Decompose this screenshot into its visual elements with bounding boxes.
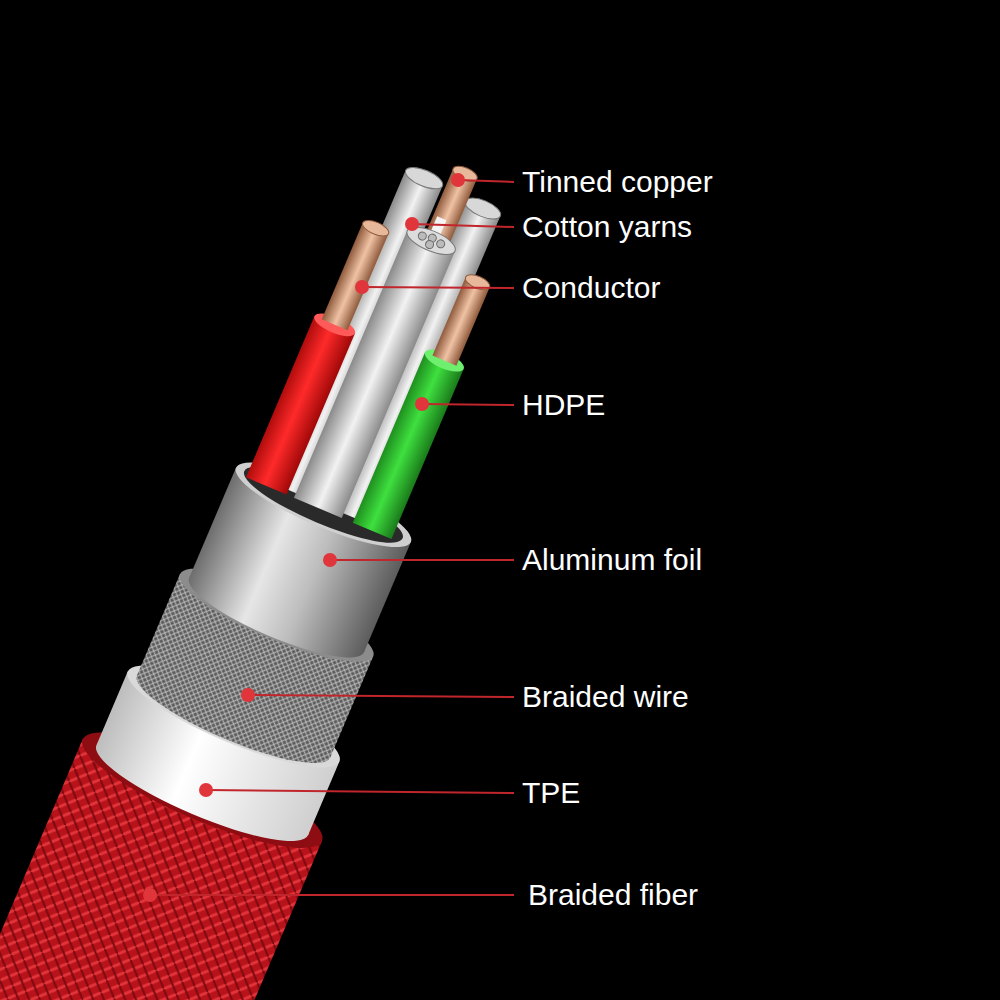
strand-end <box>403 163 446 193</box>
part-label: HDPE <box>522 387 605 423</box>
leader-dot <box>415 397 429 411</box>
part-label: Conductor <box>522 270 660 306</box>
part-label: Tinned copper <box>522 164 713 200</box>
part-label: Cotton yarns <box>522 209 692 245</box>
leader-line <box>248 695 514 697</box>
part-label: Aluminum foil <box>522 542 702 578</box>
leader-dot <box>355 280 369 294</box>
leader-dot <box>405 217 419 231</box>
leader-line <box>206 790 514 793</box>
leader-lines <box>150 180 514 895</box>
leader-line <box>362 287 514 288</box>
part-label: Braided wire <box>522 679 689 715</box>
strand-end <box>463 272 492 293</box>
strand-end <box>360 217 390 239</box>
copper-conductor <box>432 277 489 365</box>
leader-dot <box>323 553 337 567</box>
leader-line <box>150 894 514 896</box>
leader-dot <box>451 173 465 187</box>
cable <box>0 117 586 1000</box>
strand <box>424 239 434 249</box>
leader-dot <box>199 783 213 797</box>
leader-dots <box>143 173 465 902</box>
strand <box>417 231 427 241</box>
leader-line <box>412 224 514 227</box>
part-label: Braided fiber <box>528 877 698 913</box>
center-conductor <box>294 231 455 518</box>
leader-dot <box>143 888 157 902</box>
leader-line <box>330 559 514 561</box>
leader-line <box>458 180 514 182</box>
part-label: TPE <box>522 775 580 811</box>
leader-line <box>422 404 514 405</box>
leader-dot <box>241 688 255 702</box>
strand <box>435 239 445 249</box>
